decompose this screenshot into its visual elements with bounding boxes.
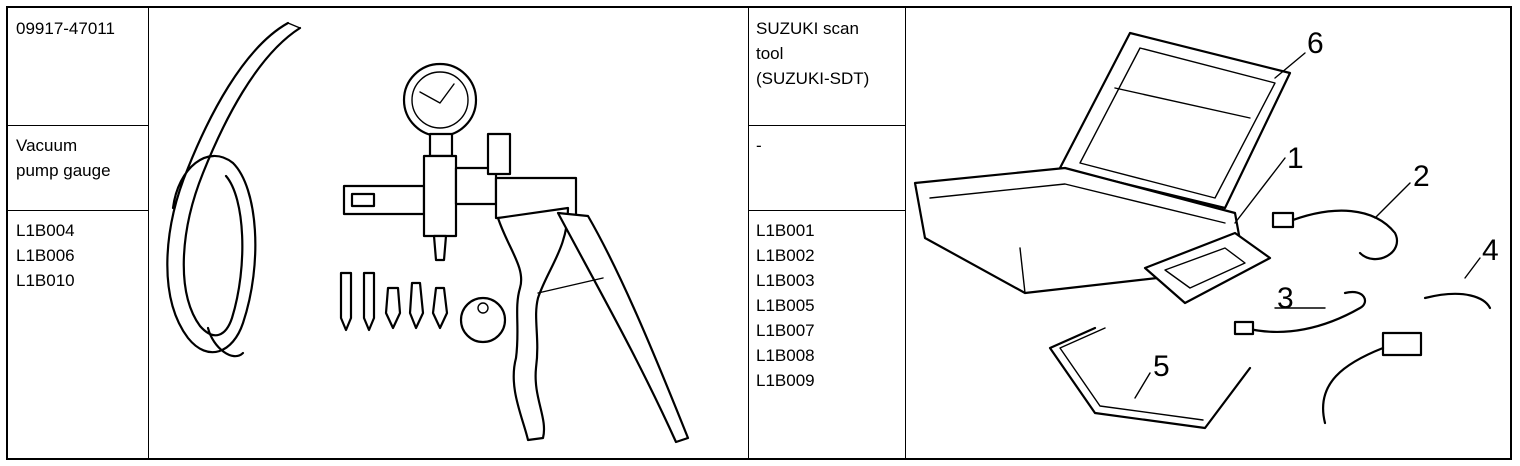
- tool-1-part-number: 09917-47011: [16, 19, 115, 38]
- tool-2-code: L1B003: [756, 271, 815, 290]
- tool-2-codes-cell: L1B001 L1B002 L1B003 L1B005 L1B007 L1B00…: [748, 210, 905, 460]
- row-divider: [748, 125, 905, 126]
- tool-2-name-line: SUZUKI scan: [756, 19, 859, 38]
- tool-1-name-cell: Vacuum pump gauge: [8, 125, 148, 210]
- tool-1-name-line: pump gauge: [16, 161, 111, 180]
- tool-1-name-line: Vacuum: [16, 136, 78, 155]
- callout-label: 3: [1277, 282, 1294, 315]
- tool-2-name-cell: SUZUKI scan tool (SUZUKI-SDT): [748, 8, 905, 125]
- special-tools-table: 09917-47011 Vacuum pump gauge L1B004 L1B…: [6, 6, 1512, 460]
- tool-2-part-number-cell: -: [748, 125, 905, 210]
- tool-2-name-line: (SUZUKI-SDT): [756, 69, 870, 88]
- tool-2-code: L1B007: [756, 321, 815, 340]
- tool-1-part-number-cell: 09917-47011: [8, 8, 148, 125]
- tool-2-code: L1B005: [756, 296, 815, 315]
- tool-2-code: L1B009: [756, 371, 815, 390]
- callout-label: 6: [1307, 27, 1324, 60]
- column-divider: [148, 8, 149, 458]
- row-divider: [8, 125, 148, 126]
- tool-2-code: L1B002: [756, 246, 815, 265]
- tool-2-part-number: -: [756, 136, 762, 155]
- tool-2-code: L1B008: [756, 346, 815, 365]
- vacuum-pump-gauge-icon: [166, 21, 690, 444]
- row-divider: [8, 210, 148, 211]
- row-divider: [748, 210, 905, 211]
- scan-tool-kit-icon: 1 2 3 4 5 6: [913, 27, 1499, 430]
- callout-label: 5: [1153, 350, 1170, 383]
- callout-label: 2: [1413, 160, 1430, 193]
- tool-2-name-line: tool: [756, 44, 784, 63]
- column-divider: [905, 8, 906, 458]
- tool-1-code: L1B006: [16, 246, 75, 265]
- tool-1-code: L1B004: [16, 221, 75, 240]
- tool-1-codes-cell: L1B004 L1B006 L1B010: [8, 210, 148, 460]
- callout-label: 4: [1482, 234, 1499, 267]
- callout-label: 1: [1287, 142, 1304, 175]
- column-divider: [748, 8, 749, 458]
- tool-2-code: L1B001: [756, 221, 815, 240]
- tool-1-code: L1B010: [16, 271, 75, 290]
